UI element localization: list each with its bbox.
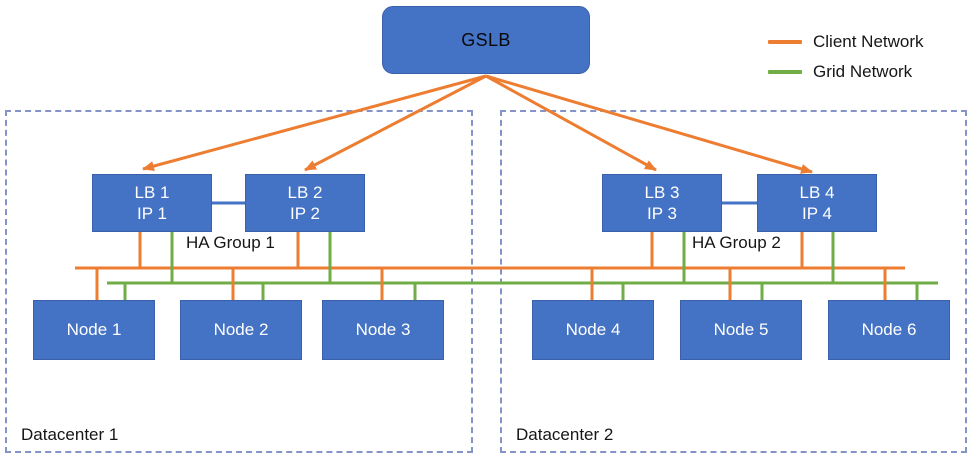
node-box-5: Node 5 [680,300,802,360]
client-network-drops [95,231,887,301]
gslb-arrows [142,74,813,174]
node-label: Node 2 [213,320,269,339]
datacenter-label-2: Datacenter 2 [516,425,614,444]
gslb-label: GSLB [461,29,511,50]
node-box-4: Node 4 [532,300,654,360]
node-box-1: Node 1 [33,300,155,360]
datacenter-label-1: Datacenter 1 [21,425,119,444]
node-label: Node 3 [355,320,411,339]
lb-ip: IP 2 [290,204,320,223]
node-label: Node 1 [66,320,122,339]
lb-ip: IP 3 [647,204,677,223]
client-network-line-icon [768,39,802,44]
grid-network-line-icon [768,69,802,74]
lb-box-3: LB 3 IP 3 [602,174,722,232]
lb-box-4: LB 4 IP 4 [757,174,877,232]
legend-item-grid-network: Grid Network [768,61,924,82]
node-box-6: Node 6 [828,300,950,360]
legend: Client Network Grid Network [768,31,924,91]
ha-group-label-2: HA Group 2 [692,233,781,252]
lb-ip: IP 4 [802,204,832,223]
lb-name: LB 4 [799,183,835,202]
lb-name: LB 1 [134,183,170,202]
lb-box-1: LB 1 IP 1 [92,174,212,232]
gslb-box: GSLB [382,6,590,74]
lb-box-2: LB 2 IP 2 [245,174,365,232]
grid-network-lb-drops [170,231,835,283]
node-label: Node 4 [565,320,621,339]
legend-item-client-network: Client Network [768,31,924,52]
lb-name: LB 2 [287,183,323,202]
node-label: Node 5 [713,320,769,339]
lb-name: LB 3 [644,183,680,202]
node-label: Node 6 [861,320,917,339]
grid-network-node-drops [123,283,919,301]
node-box-3: Node 3 [322,300,444,360]
lb-ip: IP 1 [137,204,167,223]
legend-label: Grid Network [813,61,913,81]
ha-group-label-1: HA Group 1 [186,233,275,252]
legend-label: Client Network [813,31,924,51]
node-box-2: Node 2 [180,300,302,360]
